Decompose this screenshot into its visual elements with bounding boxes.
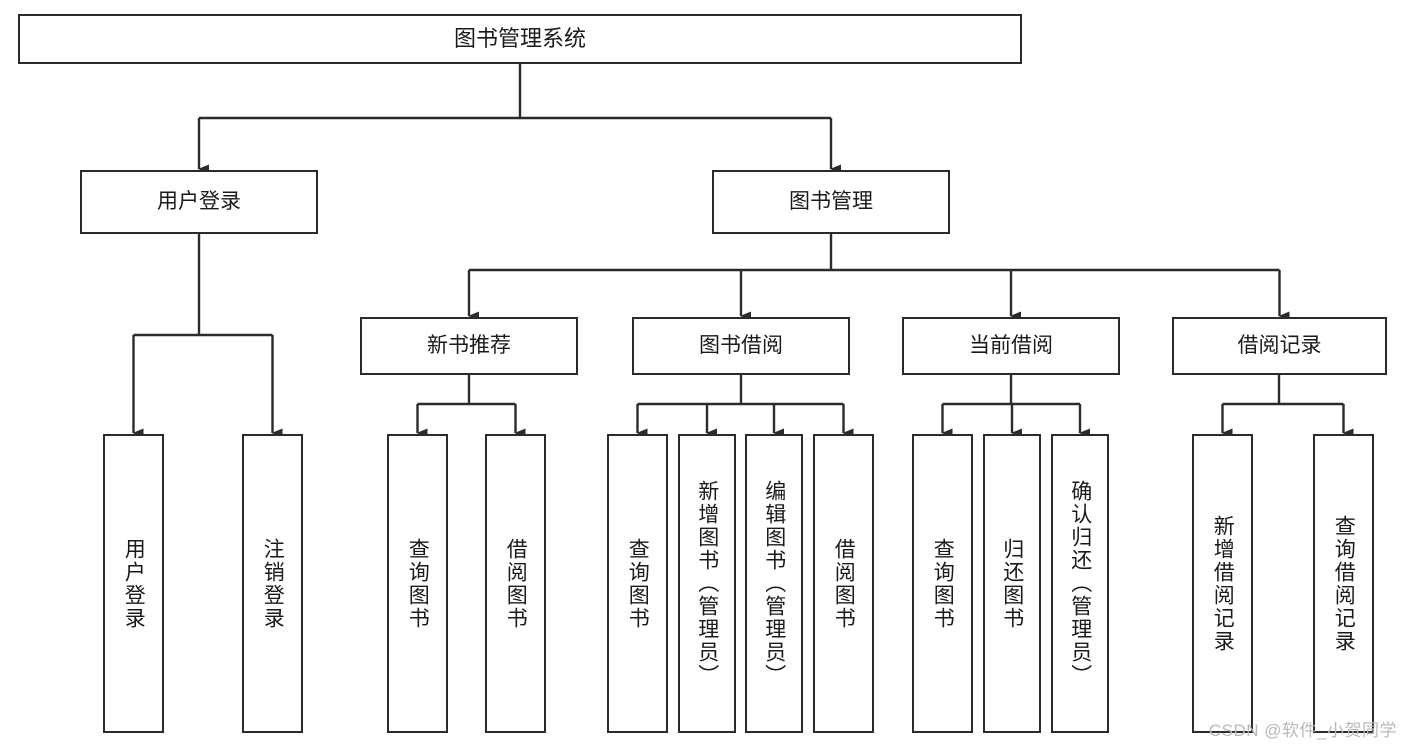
node-b-edit: 编辑图书（管理员）	[745, 434, 803, 733]
node-c-return: 归还图书	[983, 434, 1041, 733]
node-label: 借阅图书	[832, 537, 856, 630]
node-label: 图书借阅	[699, 334, 783, 358]
node-l-login: 用户登录	[103, 434, 164, 733]
node-label: 用户登录	[157, 190, 241, 214]
node-label: 注销登录	[261, 537, 285, 630]
node-b-add: 新增图书（管理员）	[678, 434, 736, 733]
node-label: 图书管理系统	[453, 25, 586, 51]
node-label: 新书推荐	[427, 334, 511, 358]
node-current: 当前借阅	[902, 317, 1120, 375]
node-label: 查询图书	[931, 537, 955, 630]
node-n-borrow: 借阅图书	[485, 434, 546, 733]
node-label: 编辑图书（管理员）	[762, 480, 786, 687]
node-newbook: 新书推荐	[360, 317, 578, 375]
node-bookmgmt: 图书管理	[712, 170, 950, 234]
node-n-query: 查询图书	[387, 434, 448, 733]
node-record: 借阅记录	[1172, 317, 1387, 375]
node-label: 借阅图书	[504, 537, 528, 630]
node-l-logout: 注销登录	[242, 434, 303, 733]
node-label: 查询图书	[406, 537, 430, 630]
node-r-add: 新增借阅记录	[1192, 434, 1253, 733]
node-root: 图书管理系统	[18, 14, 1022, 64]
node-label: 新增借阅记录	[1211, 514, 1235, 653]
node-borrow: 图书借阅	[632, 317, 850, 375]
node-b-lend: 借阅图书	[813, 434, 874, 733]
node-label: 借阅记录	[1237, 334, 1322, 358]
node-label: 图书管理	[789, 190, 873, 214]
node-label: 确认归还（管理员）	[1068, 480, 1092, 687]
node-c-confirm: 确认归还（管理员）	[1051, 434, 1109, 733]
node-c-query: 查询图书	[912, 434, 973, 733]
node-label: 新增图书（管理员）	[695, 480, 719, 687]
edge-paths	[132, 64, 1354, 438]
node-b-query: 查询图书	[607, 434, 668, 733]
watermark-label: CSDN @软件_小贺同学	[1208, 721, 1397, 740]
node-login: 用户登录	[80, 170, 318, 234]
node-r-query: 查询借阅记录	[1313, 434, 1374, 733]
node-label: 归还图书	[1000, 537, 1024, 630]
node-label: 查询图书	[626, 537, 650, 630]
node-label: 用户登录	[122, 537, 146, 630]
node-label: 当前借阅	[969, 334, 1053, 358]
node-label: 查询借阅记录	[1332, 514, 1356, 653]
